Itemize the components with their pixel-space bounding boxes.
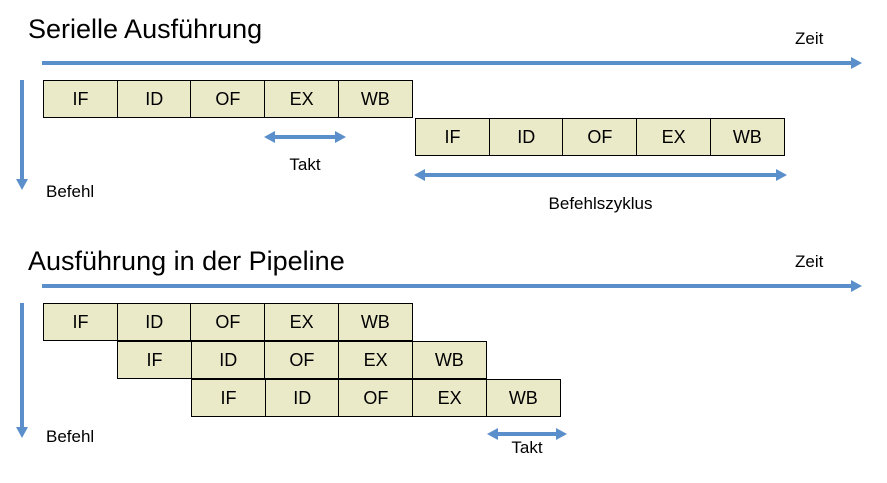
arrowhead-right-icon — [335, 131, 346, 143]
measure-shaft — [495, 432, 559, 436]
stage-cell-wb[interactable]: WB — [709, 118, 785, 156]
instruction-row-1-serial: IF ID OF EX WB — [43, 80, 413, 118]
stage-cell-id[interactable]: ID — [116, 303, 192, 341]
stage-cell-if[interactable]: IF — [43, 80, 118, 118]
measure-shaft — [272, 135, 338, 139]
stage-cell-wb[interactable]: WB — [337, 303, 413, 341]
stage-cell-wb[interactable]: WB — [485, 379, 561, 417]
stage-cell-of[interactable]: OF — [338, 379, 414, 417]
takt-label-serial: Takt — [289, 155, 321, 174]
takt-label-pipeline: Takt — [511, 438, 543, 457]
stage-cell-id[interactable]: ID — [488, 118, 564, 156]
arrowhead-left-icon — [487, 428, 498, 440]
time-axis-arrowhead-icon — [851, 57, 862, 69]
page-title-serial: Serielle Ausführung — [28, 14, 263, 44]
arrowhead-left-icon — [414, 169, 425, 181]
stage-cell-if[interactable]: IF — [117, 341, 192, 379]
instruction-axis-label-pipeline: Befehl — [46, 427, 95, 446]
stage-cell-ex[interactable]: EX — [264, 303, 340, 341]
stage-cell-ex[interactable]: EX — [338, 341, 414, 379]
stage-cell-id[interactable]: ID — [264, 379, 340, 417]
stage-cell-ex[interactable]: EX — [412, 379, 488, 417]
instruction-axis-shaft — [20, 80, 24, 179]
page-title-pipeline: Ausführung in der Pipeline — [28, 246, 345, 276]
instruction-row-2-serial: IF ID OF EX WB — [415, 118, 785, 156]
instruction-row-1-pipeline: IF ID OF EX WB — [43, 303, 413, 341]
time-axis-shaft — [42, 61, 852, 65]
stage-cell-id[interactable]: ID — [116, 80, 192, 118]
befehlszyklus-label: Befehlszyklus — [548, 194, 653, 213]
stage-cell-of[interactable]: OF — [562, 118, 638, 156]
arrowhead-right-icon — [556, 428, 567, 440]
instruction-row-3-pipeline: IF ID OF EX WB — [191, 379, 561, 417]
time-axis-shaft — [42, 284, 852, 288]
instruction-axis-serial — [16, 80, 28, 190]
instruction-axis-shaft — [20, 303, 24, 427]
befehlszyklus-measure-arrow — [414, 169, 787, 181]
time-axis-label-pipeline: Zeit — [795, 252, 824, 271]
arrowhead-left-icon — [264, 131, 275, 143]
stage-cell-of[interactable]: OF — [264, 341, 340, 379]
stage-cell-if[interactable]: IF — [43, 303, 118, 341]
instruction-axis-label-serial: Befehl — [46, 182, 95, 201]
arrowhead-right-icon — [776, 169, 787, 181]
takt-measure-arrow-serial — [264, 131, 346, 143]
stage-cell-of[interactable]: OF — [190, 80, 266, 118]
instruction-row-2-pipeline: IF ID OF EX WB — [117, 341, 487, 379]
time-axis-label-serial: Zeit — [795, 29, 824, 48]
instruction-axis-pipeline — [16, 303, 28, 438]
time-axis-serial — [42, 57, 862, 69]
instruction-axis-arrowhead-icon — [16, 427, 28, 438]
takt-measure-arrow-pipeline — [487, 428, 567, 440]
time-axis-arrowhead-icon — [851, 280, 862, 292]
stage-cell-wb[interactable]: WB — [411, 341, 487, 379]
stage-cell-id[interactable]: ID — [190, 341, 266, 379]
stage-cell-wb[interactable]: WB — [337, 80, 413, 118]
stage-cell-of[interactable]: OF — [190, 303, 266, 341]
measure-shaft — [422, 173, 779, 177]
stage-cell-ex[interactable]: EX — [264, 80, 340, 118]
instruction-axis-arrowhead-icon — [16, 179, 28, 190]
time-axis-pipeline — [42, 280, 862, 292]
stage-cell-if[interactable]: IF — [191, 379, 266, 417]
stage-cell-if[interactable]: IF — [415, 118, 490, 156]
stage-cell-ex[interactable]: EX — [636, 118, 712, 156]
